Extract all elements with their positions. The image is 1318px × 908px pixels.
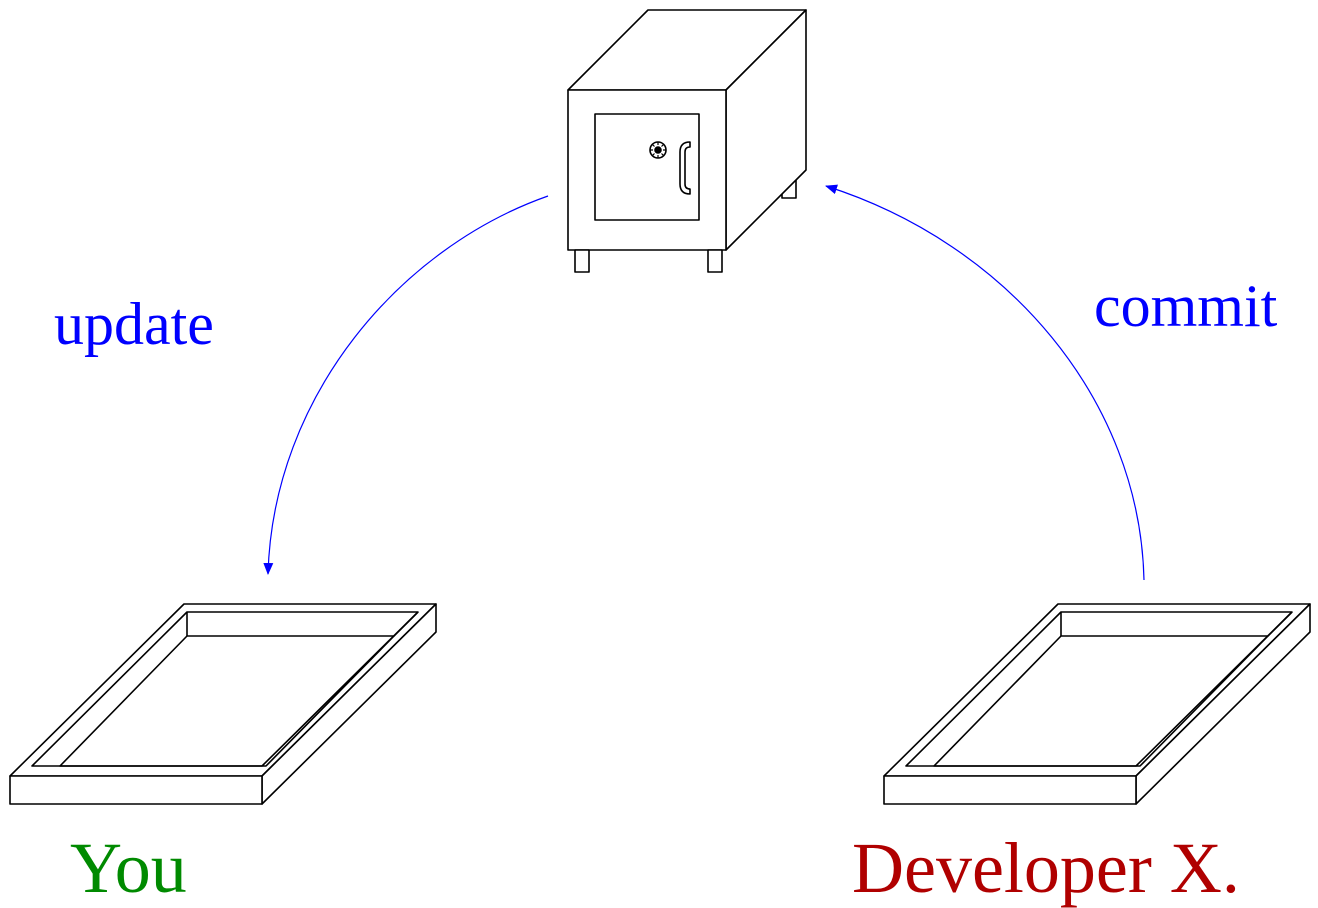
update-arrow (263, 195, 549, 575)
safe-door (594, 113, 700, 221)
safe-front-leg-left (574, 249, 590, 273)
repository-safe-icon (567, 9, 807, 273)
working-copy-tray-developer (883, 603, 1311, 805)
safe-dial-icon (649, 141, 667, 159)
commit-label: commit (1094, 273, 1278, 339)
commit-arrow (825, 184, 1145, 581)
working-copy-tray-you (9, 603, 437, 805)
tray-front-face (883, 775, 1137, 805)
you-label: You (70, 828, 187, 908)
developer-label: Developer X. (852, 828, 1240, 908)
update-label: update (54, 291, 214, 357)
tray-front-face (9, 775, 263, 805)
safe-handle-icon (679, 141, 691, 195)
safe-front-leg-right (707, 249, 723, 273)
